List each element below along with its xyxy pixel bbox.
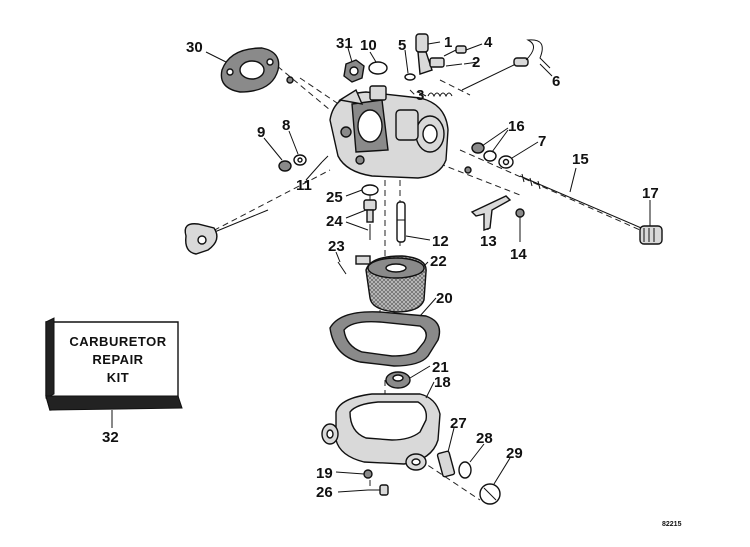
callout-18: 18 (434, 374, 451, 391)
small-screw-part (286, 76, 294, 84)
callout-30: 30 (186, 39, 203, 56)
callout-28: 28 (476, 430, 493, 447)
washer-7-hole (502, 158, 510, 166)
flange-gasket-part (220, 47, 280, 93)
screw-27-part (436, 450, 456, 478)
callout-5: 5 (398, 37, 406, 54)
callout-11: 11 (296, 177, 312, 194)
carburetor-body-part (329, 85, 449, 179)
callout-6: 6 (552, 73, 560, 90)
bracket-13-part (470, 195, 512, 231)
repair-kit-box: CARBURETOR REPAIR KIT (45, 317, 183, 428)
leader-lines (205, 41, 651, 493)
nut-31-part (343, 59, 365, 83)
callout-31: 31 (336, 35, 353, 52)
spring-3-part (427, 92, 453, 98)
drain-plug-29-part (479, 483, 501, 505)
kit-label-line1: CARBURETOR (69, 334, 166, 349)
choke-lever-part (184, 209, 269, 255)
bowl-gasket-20-part (329, 311, 441, 367)
callout-21: 21 (432, 359, 449, 376)
callout-24: 24 (326, 213, 343, 230)
callout-19: 19 (316, 465, 333, 482)
nut-16a-part (471, 142, 485, 154)
kit-label-line2: REPAIR (92, 352, 143, 367)
seat-21-part (385, 371, 411, 389)
nut-9-part (278, 160, 292, 172)
callout-1: 1 (444, 34, 452, 51)
callout-23: 23 (328, 238, 345, 255)
callout-12: 12 (432, 233, 449, 250)
washer-16b-part (483, 150, 497, 162)
callout-4: 4 (484, 34, 493, 51)
callout-29: 29 (506, 445, 523, 462)
callout-16: 16 (508, 118, 525, 135)
callout-13: 13 (480, 233, 497, 250)
throttle-shaft-part (519, 173, 647, 231)
callout-27: 27 (450, 415, 467, 432)
screw-26-part (368, 484, 389, 496)
callout-8: 8 (282, 117, 290, 134)
throttle-link-part (461, 39, 551, 91)
fuel-fitting-part (415, 33, 445, 75)
pin-19-part (363, 469, 373, 479)
callout-10: 10 (360, 37, 377, 54)
washer-25-part (361, 184, 379, 196)
jet-24-part (363, 199, 377, 240)
figure-code: 82215 (662, 521, 682, 528)
callout-9: 9 (257, 124, 265, 141)
callout-26: 26 (316, 484, 333, 501)
float-bowl-18-part (321, 393, 441, 471)
washer-28-part (458, 461, 472, 479)
needle-2-part (445, 63, 463, 67)
callout-7: 7 (538, 133, 546, 150)
callout-25: 25 (326, 189, 343, 206)
callout-2: 2 (472, 54, 480, 71)
callout-15: 15 (572, 151, 589, 168)
callout-3: 3 (416, 87, 424, 104)
callout-22: 22 (430, 253, 447, 270)
nozzle-12-part (396, 201, 406, 243)
callout-32: 32 (102, 429, 119, 446)
kit-label-line3: KIT (107, 370, 129, 385)
callout-14: 14 (510, 246, 527, 263)
callout-labels: 1 2 3 4 5 6 7 8 9 10 11 12 13 14 15 16 1… (102, 34, 659, 501)
callout-20: 20 (436, 290, 453, 307)
pin-11-part (321, 155, 329, 163)
screw-14-part (515, 208, 525, 226)
pin-23-part (337, 261, 347, 275)
washer-8-hole (297, 157, 303, 163)
washer-5-part (404, 73, 416, 81)
plug-17-part (639, 225, 663, 245)
float-22-part (355, 255, 427, 313)
plug-10-part (368, 61, 388, 75)
small-screw-b-part (464, 166, 472, 174)
callout-17: 17 (642, 185, 659, 202)
